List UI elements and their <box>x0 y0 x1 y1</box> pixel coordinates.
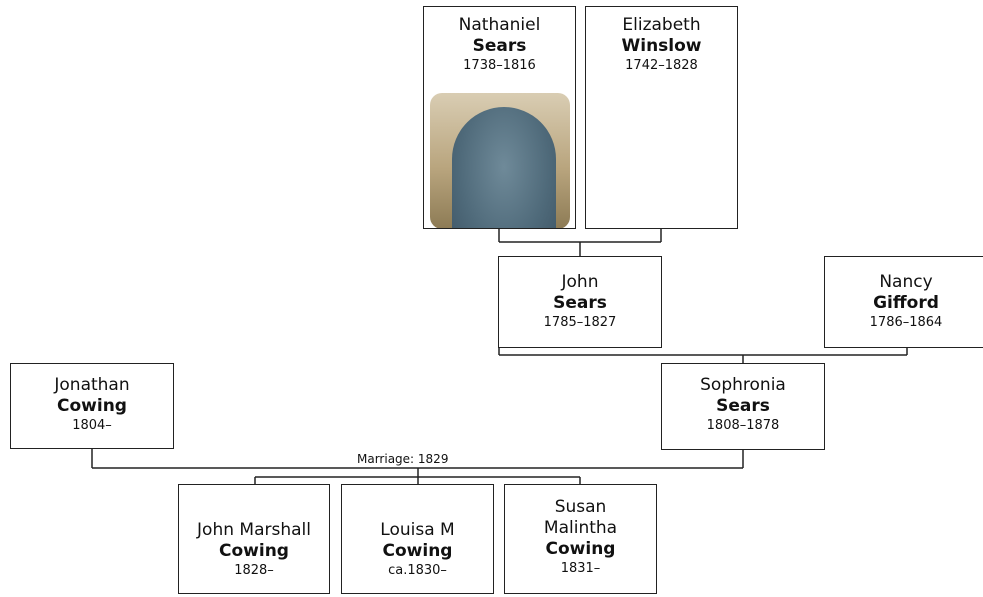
surname: Cowing <box>382 541 453 561</box>
given-name: Nathaniel <box>458 15 541 35</box>
person-box-john-sears[interactable]: John Sears 1785–1827 <box>498 256 662 348</box>
person-box-susan-cowing[interactable]: Susan Malintha Cowing 1831– <box>504 484 657 594</box>
given-name: Jonathan <box>54 375 130 395</box>
surname: Winslow <box>621 36 702 56</box>
person-box-jonathan-cowing[interactable]: Jonathan Cowing 1804– <box>10 363 174 449</box>
surname: Cowing <box>57 396 127 416</box>
life-dates: 1785–1827 <box>543 315 617 330</box>
surname: Cowing <box>545 539 616 559</box>
life-dates: 1828– <box>234 563 274 578</box>
life-dates: 1786–1864 <box>869 315 943 330</box>
person-box-nathaniel-sears[interactable]: Nathaniel Sears 1738–1816 <box>423 6 576 229</box>
given-name: Susan Malintha <box>543 497 618 538</box>
given-name: Elizabeth <box>622 15 701 35</box>
given-name: Sophronia <box>700 375 786 395</box>
given-name: John <box>561 272 599 292</box>
person-box-john-marshall-cowing[interactable]: John Marshall Cowing 1828– <box>178 484 330 594</box>
gravestone-image <box>452 107 556 228</box>
person-box-elizabeth-winslow[interactable]: Elizabeth Winslow 1742–1828 <box>585 6 738 229</box>
surname: Gifford <box>873 293 939 313</box>
gravestone-photo <box>430 93 570 228</box>
marriage-label: Marriage: 1829 <box>355 452 451 467</box>
surname: Sears <box>553 293 607 313</box>
life-dates: 1738–1816 <box>463 58 536 73</box>
surname: Cowing <box>219 541 289 561</box>
life-dates: 1808–1878 <box>706 418 780 433</box>
person-box-nancy-gifford[interactable]: Nancy Gifford 1786–1864 <box>824 256 983 348</box>
person-box-louisa-cowing[interactable]: Louisa M Cowing ca.1830– <box>341 484 494 594</box>
life-dates: ca.1830– <box>388 563 447 578</box>
life-dates: 1804– <box>72 418 112 433</box>
person-box-sophronia-sears[interactable]: Sophronia Sears 1808–1878 <box>661 363 825 450</box>
surname: Sears <box>472 36 527 56</box>
life-dates: 1742–1828 <box>625 58 698 73</box>
given-name: Nancy <box>879 272 933 292</box>
given-name: John Marshall <box>197 520 311 540</box>
surname: Sears <box>716 396 770 416</box>
given-name: Louisa M <box>380 520 455 540</box>
life-dates: 1831– <box>560 561 601 576</box>
